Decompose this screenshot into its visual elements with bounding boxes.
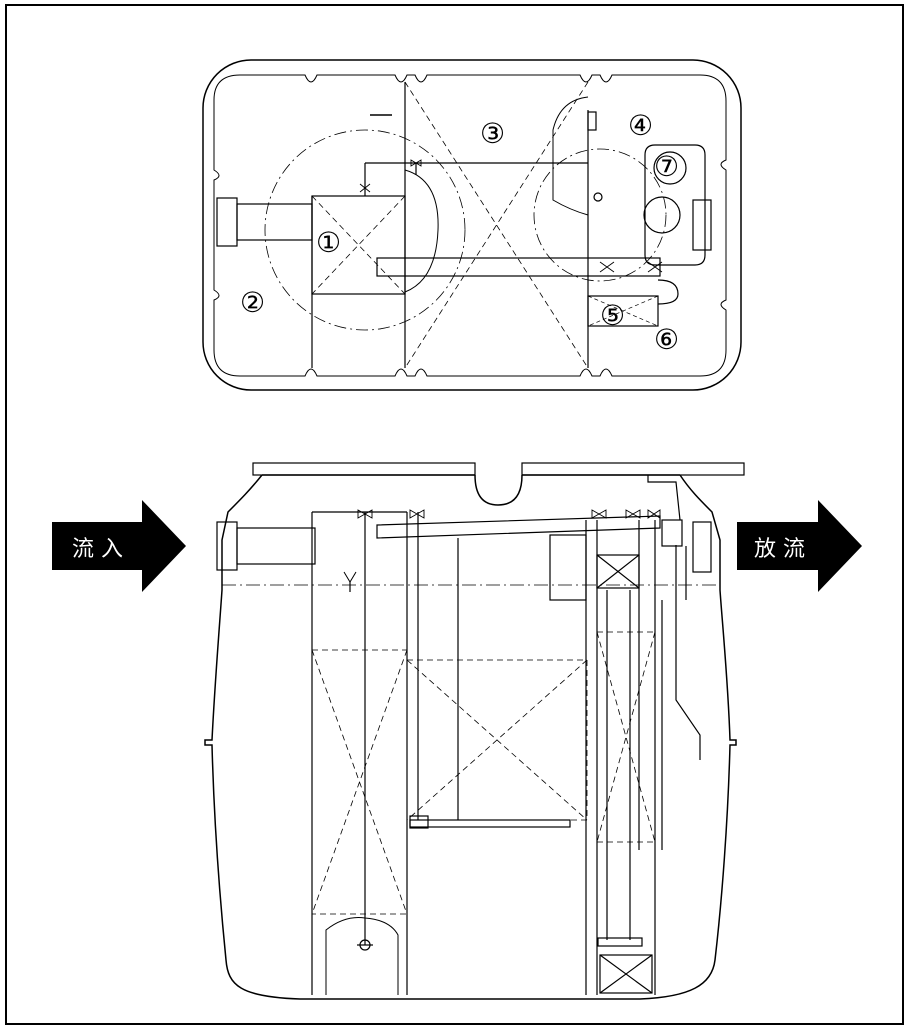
plan-inner-wall (213, 74, 727, 377)
section-view (204, 462, 745, 1000)
outflow-arrow: 放 流 (737, 500, 862, 592)
outflow-label: 放 流 (754, 537, 805, 562)
inflow-arrow: 流 入 (52, 500, 186, 592)
inflow-label: 流 入 (72, 537, 123, 562)
plan-tank-outline (202, 59, 742, 391)
plan-view (202, 59, 742, 391)
label-chamber-1: ① (316, 226, 341, 259)
drawing-border (5, 4, 904, 1025)
label-chamber-7: ⑦ (654, 150, 679, 183)
inlet-pipe (216, 521, 238, 571)
label-chamber-5: ⑤ (600, 299, 625, 332)
label-chamber-2: ② (240, 286, 265, 319)
outlet-pipe (692, 521, 712, 573)
section-tank-outline (204, 474, 737, 1000)
label-chamber-4: ④ (628, 109, 653, 142)
label-chamber-6: ⑥ (654, 323, 679, 356)
label-chamber-3: ③ (480, 117, 505, 150)
outflow-arrow-shape (737, 500, 862, 592)
plan-labels: ① ② ③ ④ ⑤ ⑥ ⑦ (240, 109, 679, 356)
inflow-arrow-shape (52, 500, 186, 592)
